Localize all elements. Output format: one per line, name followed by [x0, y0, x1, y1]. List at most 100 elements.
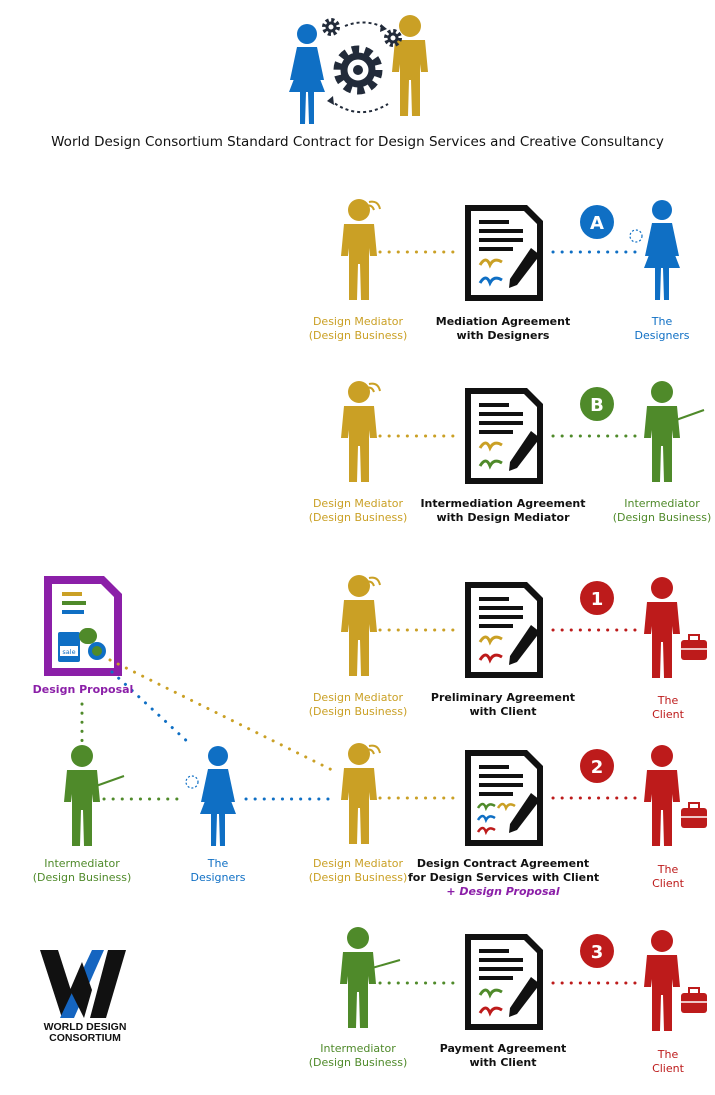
row-2: 2: [341, 743, 707, 846]
label-line: + Design Proposal: [446, 885, 560, 898]
lock-icon: [79, 628, 97, 644]
briefcase-icon: [681, 640, 707, 660]
row-1-left-label: Design Mediator (Design Business): [298, 691, 418, 719]
row-2-left-label: Design Mediator (Design Business): [298, 857, 418, 885]
label-line: Design Mediator: [312, 497, 404, 510]
design-mediator-icon: [341, 199, 377, 300]
page-title: World Design Consortium Standard Contrac…: [51, 134, 664, 150]
label-line: with Client: [469, 1056, 537, 1069]
idea-icon: [185, 775, 199, 789]
label-line: Payment Agreement: [439, 1042, 567, 1055]
pointer-stick-icon: [675, 409, 705, 421]
label-line: The: [657, 1048, 679, 1061]
label-line: The: [657, 694, 679, 707]
exchange-arrow-icon: [329, 99, 389, 114]
client-icon: [644, 930, 680, 1031]
document-icon: [465, 205, 543, 301]
connector-dotted-line: [110, 670, 192, 746]
logo-line: WORLD DESIGN: [43, 1021, 127, 1033]
document-icon: [465, 750, 543, 846]
row-a-left-label: Design Mediator (Design Business): [298, 315, 418, 343]
label-line: Preliminary Agreement: [430, 691, 576, 704]
signal-icon: [365, 744, 381, 755]
badge-1-label: 1: [591, 589, 604, 610]
design-mediator-icon: [341, 743, 377, 844]
signature-icon: [478, 276, 503, 287]
signature-icon: [476, 814, 496, 824]
signature-icon: [478, 258, 503, 269]
row-1-doc-label: Preliminary Agreement with Client: [418, 691, 588, 719]
signature-icon: [478, 441, 503, 452]
label-line: Intermediator: [624, 497, 700, 510]
label-line: The: [657, 863, 679, 876]
sale-tag-label: sale: [62, 648, 75, 656]
label-line: The: [651, 315, 673, 328]
row-b-doc-label: Intermediation Agreement with Design Med…: [413, 497, 593, 525]
signature-icon: [476, 826, 496, 836]
badge-a-label: A: [590, 213, 604, 234]
wdc-logo-text: WORLD DESIGN CONSORTIUM: [30, 1022, 140, 1044]
exchange-arrow-icon: [344, 21, 386, 29]
label-line: Intermediation Agreement: [420, 497, 586, 510]
row-b: B: [341, 381, 705, 484]
label-line: Design Mediator: [312, 315, 404, 328]
badge-3-label: 3: [591, 942, 604, 963]
badge-3: [580, 934, 614, 968]
pointer-stick-icon: [95, 775, 125, 787]
label-line: Design Mediator: [312, 691, 404, 704]
label-line: for Design Services with Client: [408, 871, 600, 884]
label-line: (Design Business): [308, 329, 408, 342]
side-designers-label: The Designers: [178, 857, 258, 885]
row-3-doc-label: Payment Agreement with Client: [418, 1042, 588, 1070]
label-line: with Design Mediator: [436, 511, 570, 524]
idea-icon: [629, 229, 643, 243]
badge-2: [580, 749, 614, 783]
design-proposal-cluster: sale: [44, 576, 334, 846]
small-gear-icon: [322, 18, 340, 36]
designers-icon: [200, 746, 236, 846]
design-mediator-icon: [341, 575, 377, 676]
client-icon: [644, 577, 680, 678]
logo-line: CONSORTIUM: [49, 1032, 121, 1044]
row-2-doc-label: Design Contract Agreement for Design Ser…: [408, 857, 600, 899]
label-line: (Design Business): [612, 511, 712, 524]
badge-2-label: 2: [591, 757, 604, 778]
design-mediator-icon: [341, 381, 377, 482]
label-line: Designers: [634, 329, 690, 342]
gear-icon: [338, 50, 378, 90]
header-man-icon: [392, 15, 428, 116]
label-line: Client: [652, 877, 684, 890]
signal-icon: [365, 576, 381, 587]
header-illustration: [289, 15, 428, 124]
signature-icon: [496, 802, 516, 812]
row-a: A: [341, 199, 680, 301]
label-line: (Design Business): [308, 871, 408, 884]
briefcase-icon: [681, 808, 707, 828]
row-b-right-label: Intermediator (Design Business): [602, 497, 715, 525]
header-woman-icon: [289, 24, 325, 124]
badge-b-label: B: [590, 395, 604, 416]
signature-icon: [478, 1006, 503, 1017]
row-1-right-label: The Client: [628, 694, 708, 722]
label-line: (Design Business): [32, 871, 132, 884]
document-icon: [465, 582, 543, 678]
pointer-stick-icon: [371, 959, 401, 969]
label-line: Intermediator: [44, 857, 120, 870]
row-1: 1: [341, 575, 707, 678]
intermediator-icon: [64, 745, 100, 846]
label-line: Mediation Agreement: [435, 315, 571, 328]
document-icon: [465, 934, 543, 1030]
label-line: (Design Business): [308, 1056, 408, 1069]
signature-icon: [476, 802, 496, 812]
signature-icon: [478, 653, 503, 664]
row-3: 3: [340, 927, 707, 1031]
badge-1: [580, 581, 614, 615]
label-line: with Designers: [456, 329, 550, 342]
signal-icon: [365, 200, 381, 211]
label-line: Design Mediator: [312, 857, 404, 870]
label-line: with Client: [469, 705, 537, 718]
row-b-left-label: Design Mediator (Design Business): [298, 497, 418, 525]
designers-icon: [644, 200, 680, 300]
wdc-logo: [40, 950, 126, 1018]
